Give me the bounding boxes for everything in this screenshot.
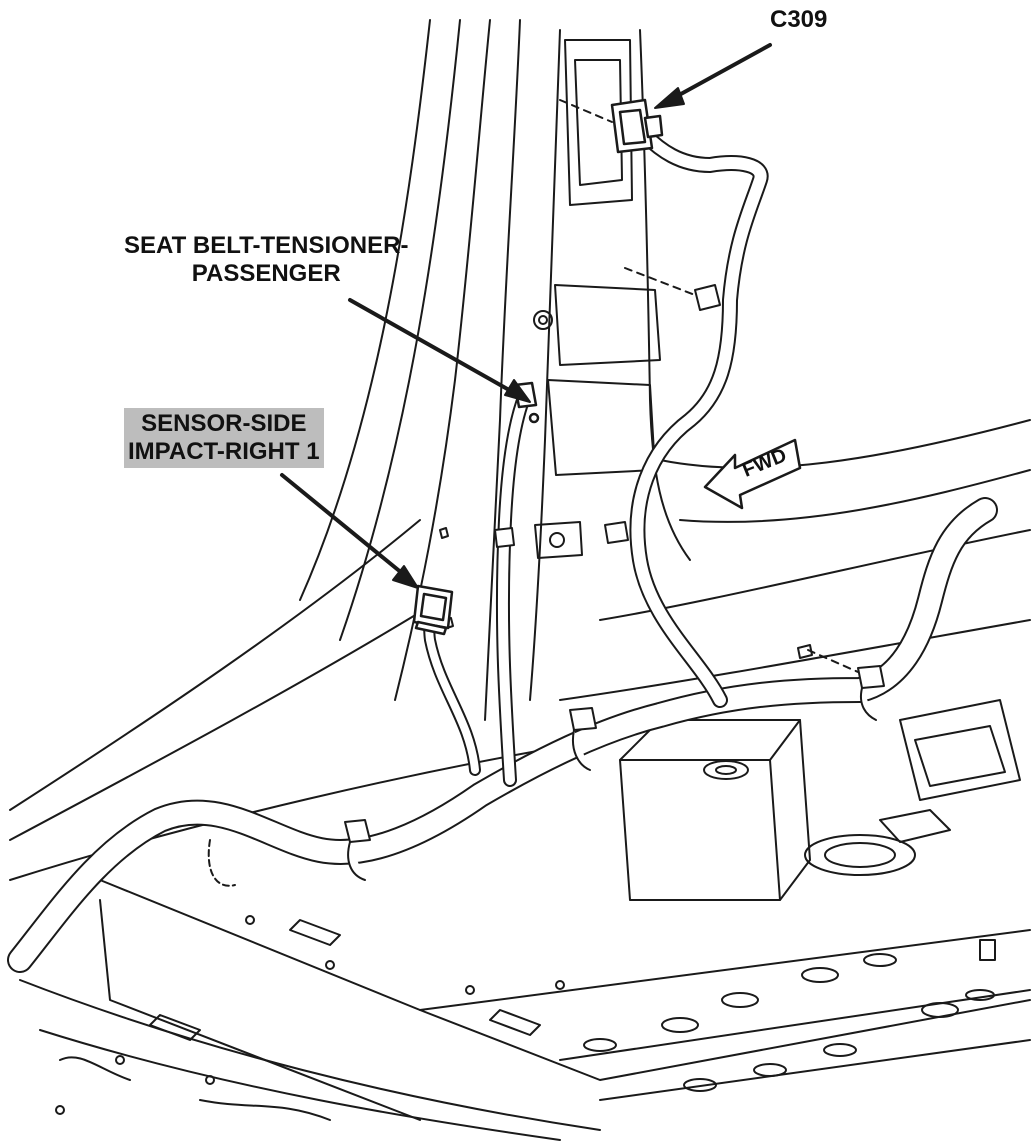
label-c309: C309 [770,6,827,34]
connector-c309 [610,98,664,154]
label-c309-text: C309 [770,6,828,33]
connector-sensor [412,584,454,636]
leader-arrowheads [392,87,685,589]
pigtail [207,839,236,887]
leader-arrows [280,43,772,580]
dashed-leaders [559,99,859,673]
branch-c309-fill [631,129,767,706]
label-sensor-line1: SENSOR-SIDE [141,410,307,437]
label-seat-belt-tensioner: SEAT BELT-TENSIONER- PASSENGER [124,232,408,288]
label-seat-belt-line2: PASSENGER [191,260,341,287]
harness-clips [344,284,885,881]
fwd-arrow-icon [703,438,802,510]
branch-pillar-fill [497,390,530,785]
label-sensor-line2: IMPACT-RIGHT 1 [128,438,320,465]
floor-pan [19,699,1031,1141]
label-sensor-side-impact: SENSOR-SIDE IMPACT-RIGHT 1 [124,408,324,468]
label-seat-belt-line1: SEAT BELT-TENSIONER- [124,232,409,259]
main-trunk-fill [9,499,996,971]
